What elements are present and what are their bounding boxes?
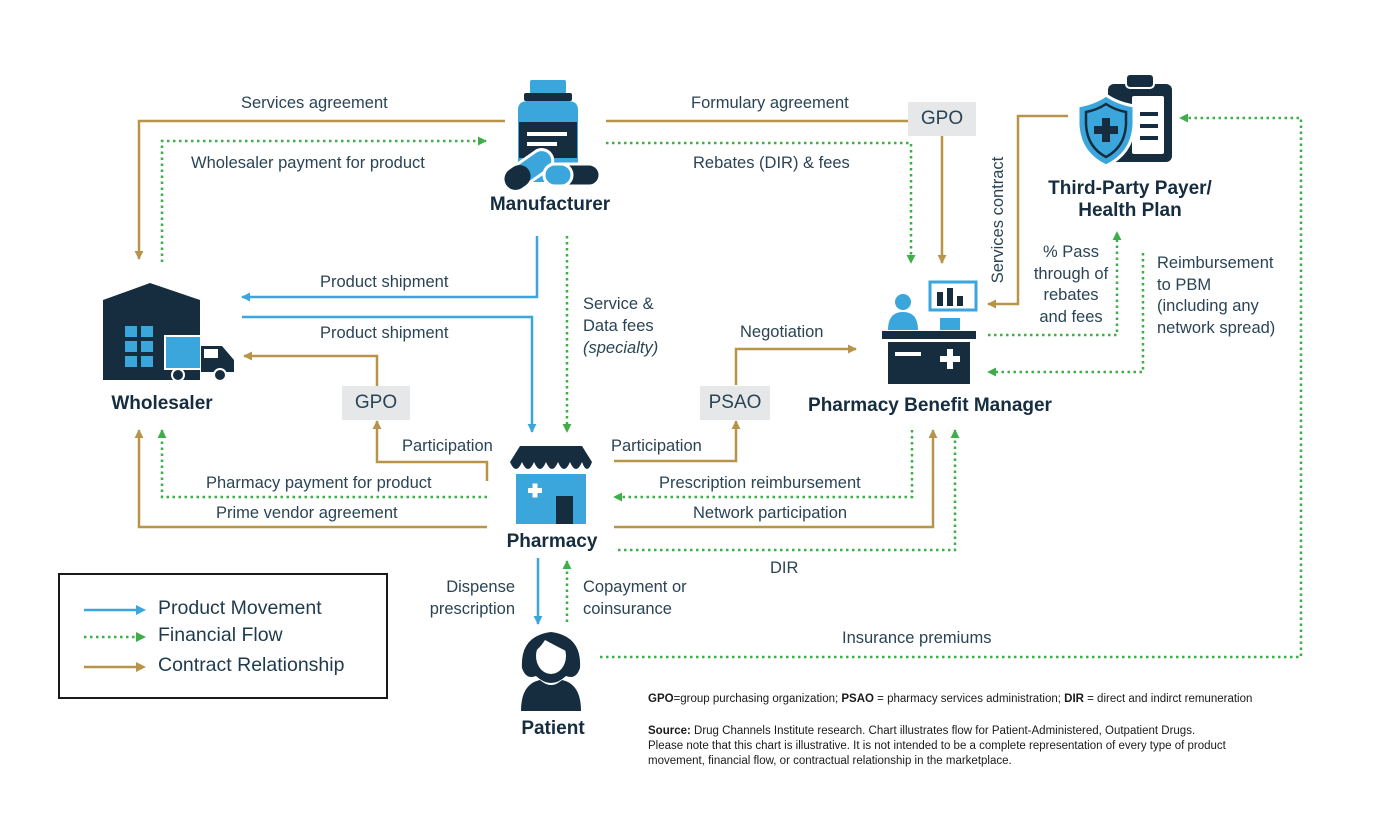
gpo-abbr: GPO <box>648 693 674 705</box>
participation-right-label: Participation <box>611 437 702 455</box>
dir-def: = direct and indirct remuneration <box>1083 693 1253 705</box>
source-line: Source: Drug Channels Institute research… <box>648 724 1226 739</box>
patient-person-icon <box>521 632 581 711</box>
prescription-reimbursement-arrow <box>613 430 914 502</box>
participation-left-label: Participation <box>402 437 493 455</box>
network-participation-label: Network participation <box>693 504 848 522</box>
participation-right-arrow <box>614 420 741 463</box>
legend-product-movement-label: Product Movement <box>158 597 322 619</box>
formulary-agreement-label: Formulary agreement <box>691 94 849 112</box>
pass-through-line1: % Pass <box>1043 243 1099 261</box>
pass-through-line4: and fees <box>1039 307 1103 326</box>
participation-left-arrow <box>372 420 489 481</box>
service-data-fees-line1: Service & <box>583 295 654 313</box>
insurance-premiums-arrow <box>600 113 1303 659</box>
medicine-bottle-icon <box>503 80 602 192</box>
dir-arrow <box>618 429 960 552</box>
pbm-title: Pharmacy Benefit Manager <box>808 395 1052 416</box>
wholesaler-payment-arrow <box>160 136 487 262</box>
source-footnote: Source: Drug Channels Institute research… <box>648 724 1226 769</box>
dispense-line2: prescription <box>429 600 515 618</box>
reimbursement-pbm-line4: network spread) <box>1157 318 1276 337</box>
pharmacy-payment-arrow <box>157 429 487 499</box>
pbm-desk-icon <box>882 280 978 384</box>
patient-title: Patient <box>521 718 585 739</box>
pass-through-label: % Pass through of rebates and fees <box>1026 242 1116 328</box>
dispense-label: Dispense prescription <box>420 576 515 620</box>
payer-title: Third-Party Payer/ Health Plan <box>1025 178 1235 222</box>
product-shipment-2-arrow <box>242 315 537 433</box>
services-contract-label: Services contract <box>989 156 1007 284</box>
wholesaler-title: Wholesaler <box>111 393 213 414</box>
gpo-top-box: GPO <box>908 102 976 136</box>
negotiation-arrow <box>734 344 857 385</box>
note-line2: movement, financial flow, or contractual… <box>648 755 1012 767</box>
gpo-def: =group purchasing organization; <box>673 693 842 705</box>
copayment-label: Copayment or coinsurance <box>583 576 687 620</box>
services-agreement-arrow <box>134 119 505 260</box>
service-data-fees-line3: (specialty) <box>583 339 659 357</box>
services-agreement-label: Services agreement <box>241 94 388 112</box>
network-participation-arrow <box>614 429 938 529</box>
dir-abbr: DIR <box>1064 693 1084 705</box>
reimbursement-pbm-arrow <box>987 253 1145 377</box>
psao-box: PSAO <box>700 386 770 420</box>
reimbursement-pbm-line2: to PBM <box>1157 275 1212 294</box>
note-line1: Please note that this chart is illustrat… <box>648 740 1226 752</box>
rebates-arrow <box>606 141 916 264</box>
copayment-line2: coinsurance <box>583 600 672 618</box>
insurance-premiums-label: Insurance premiums <box>842 629 992 647</box>
prime-vendor-arrow <box>134 429 487 529</box>
reimbursement-pbm-label: Reimbursement to PBM (including any netw… <box>1157 253 1275 339</box>
reimbursement-pbm-line3: (including any <box>1157 297 1259 315</box>
service-data-fees-line2: Data fees <box>583 317 654 335</box>
dir-label: DIR <box>770 559 799 577</box>
payer-title-line2: Health Plan <box>1078 200 1182 221</box>
dispense-line1: Dispense <box>446 578 515 596</box>
pharmacy-payment-label: Pharmacy payment for product <box>206 474 432 492</box>
warehouse-truck-icon <box>103 283 234 382</box>
services-contract-arrow <box>987 114 1068 309</box>
prime-vendor-label: Prime vendor agreement <box>216 504 398 522</box>
reimbursement-pbm-line1: Reimbursement <box>1157 254 1274 272</box>
prescription-reimbursement-label: Prescription reimbursement <box>659 474 861 492</box>
legend-blue-arrow-icon <box>84 605 146 615</box>
pharmacy-title: Pharmacy <box>506 531 598 552</box>
service-data-fees-label: Service & Data fees (specialty) <box>583 293 658 359</box>
psao-abbr: PSAO <box>841 693 874 705</box>
product-shipment-1-arrow <box>241 236 539 302</box>
legend-contract-relationship-label: Contract Relationship <box>158 654 345 676</box>
shield-clipboard-icon <box>1076 73 1172 168</box>
legend-financial-flow-label: Financial Flow <box>158 624 283 646</box>
pass-through-arrow <box>988 231 1122 337</box>
abbreviations-footnote: GPO=group purchasing organization; PSAO … <box>648 692 1252 707</box>
pass-through-line2: through of <box>1033 264 1109 283</box>
product-shipment-1-label: Product shipment <box>320 273 449 291</box>
pharmacy-store-icon <box>510 446 592 524</box>
copayment-line1: Copayment or <box>583 578 687 596</box>
gpo-mid-box: GPO <box>342 386 410 420</box>
pass-through-line3: rebates <box>1043 286 1099 304</box>
wholesaler-payment-label: Wholesaler payment for product <box>191 154 425 172</box>
product-shipment-2-label: Product shipment <box>320 324 449 342</box>
legend: Product Movement Financial Flow Contract… <box>58 573 388 699</box>
payer-title-line1: Third-Party Payer/ <box>1048 178 1212 199</box>
legend-green-arrow-icon <box>84 632 146 642</box>
manufacturer-title: Manufacturer <box>489 194 611 215</box>
rebates-fees-label: Rebates (DIR) & fees <box>693 154 850 172</box>
source-label: Source: <box>648 725 691 737</box>
source-text: Drug Channels Institute research. Chart … <box>690 725 1196 737</box>
psao-def: = pharmacy services administration; <box>873 693 1065 705</box>
negotiation-label: Negotiation <box>740 323 824 341</box>
legend-gold-arrow-icon <box>84 662 146 672</box>
